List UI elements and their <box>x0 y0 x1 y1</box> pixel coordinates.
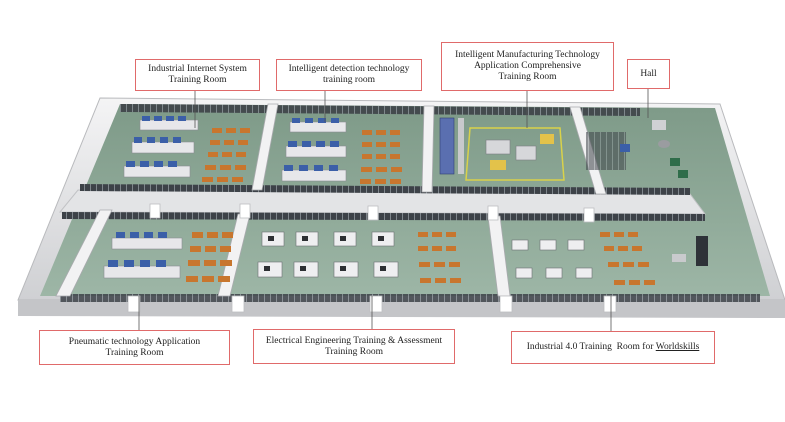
front-window-strip <box>60 294 760 302</box>
room-industrial-40 <box>511 232 708 285</box>
label-industrial-40-worldskills: Worldskills <box>655 342 700 352</box>
label-intelligent-manufacturing: Intelligent Manufacturing Technology App… <box>441 42 614 91</box>
label-hall-text: Hall <box>640 68 657 79</box>
label-intelligent-detection: Intelligent detection technology trainin… <box>276 59 422 91</box>
room-intelligent-detection <box>281 118 402 184</box>
label-industrial-40-prefix: Industrial 4.0 Training Room for <box>526 342 656 352</box>
label-pneumatic-line2: Training Room <box>105 347 164 358</box>
label-electrical-line1: Electrical Engineering Training & Assess… <box>265 335 443 346</box>
columns <box>127 203 617 313</box>
label-pneumatic: Pneumatic technology Application Trainin… <box>39 330 230 365</box>
room-pneumatic <box>103 232 233 282</box>
label-industrial-internet-line1: Industrial Internet System <box>148 64 247 74</box>
corridor-glass-front <box>62 212 705 221</box>
label-electrical: Electrical Engineering Training & Assess… <box>253 329 455 364</box>
label-industrial-internet: Industrial Internet System Training Room <box>135 59 260 91</box>
label-pneumatic-line1: Pneumatic technology Application <box>68 336 201 347</box>
leader-lines <box>138 88 649 331</box>
room-hall <box>652 120 688 178</box>
room-industrial-internet <box>123 116 250 182</box>
label-industrial-40: Industrial 4.0 Training Room for Worldsk… <box>511 331 715 364</box>
label-intelligent-manufacturing-line2: Application Comprehensive <box>474 61 581 71</box>
room-intelligent-manufacturing <box>439 117 630 181</box>
label-intelligent-detection-line2: training room <box>323 75 375 85</box>
back-window-strip <box>120 104 640 116</box>
label-intelligent-manufacturing-line1: Intelligent Manufacturing Technology <box>455 50 600 60</box>
label-hall: Hall <box>627 59 670 89</box>
corridor-glass-back <box>80 184 690 195</box>
label-industrial-internet-line2: Training Room <box>168 75 227 85</box>
label-intelligent-detection-line1: Intelligent detection technology <box>288 64 410 74</box>
label-electrical-line2: Training Room <box>325 346 383 357</box>
label-intelligent-manufacturing-line3: Training Room <box>498 72 557 82</box>
room-electrical <box>257 231 461 283</box>
